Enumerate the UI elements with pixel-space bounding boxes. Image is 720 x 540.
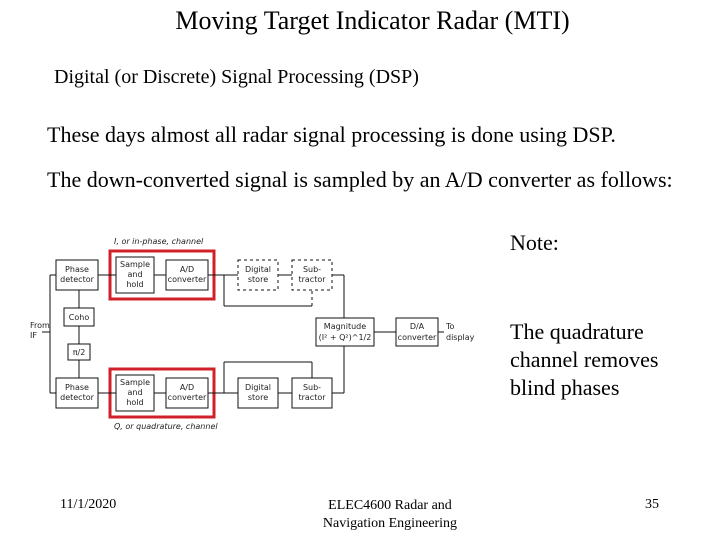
mti-dsp-block-diagram: I, or in-phase, channel Q, or quadrature… (30, 237, 475, 431)
i-channel-wiring (98, 274, 345, 320)
note-heading: Note: (510, 230, 559, 255)
magnitude-block: Magnitude (I² + Q²)^1/2 (315, 317, 375, 347)
from-if-label-2: IF (30, 331, 37, 340)
i-subtractor-label-2: tractor (298, 275, 326, 284)
i-ad-converter-label-1: A/D (180, 265, 194, 274)
q-sample-hold-label-3: hold (126, 398, 143, 407)
q-subtractor-label-1: Sub- (303, 383, 321, 392)
coho-block: Coho (63, 307, 95, 327)
from-if-label-1: From (30, 321, 50, 330)
note-body: The quadrature channel removes blind pha… (510, 319, 659, 400)
i-phase-detector-label-2: detector (60, 275, 94, 284)
i-phase-detector-label-1: Phase (65, 265, 89, 274)
i-digital-store-label-1: Digital (245, 265, 271, 274)
q-phase-detector-label-1: Phase (65, 383, 89, 392)
da-converter-label-2: converter (398, 333, 437, 342)
i-phase-detector-block: Phase detector (55, 259, 99, 291)
slide-title: Moving Target Indicator Radar (MTI) (175, 6, 570, 35)
q-channel-wiring (98, 346, 345, 394)
q-ad-converter-block: A/D converter (165, 377, 209, 409)
footer-date: 11/1/2020 (60, 497, 117, 512)
to-display-label-2: display (446, 333, 475, 342)
slide-subtitle: Digital (or Discrete) Signal Processing … (54, 66, 419, 88)
i-sample-hold-label-3: hold (126, 280, 143, 289)
q-sample-hold-label-1: Sample (120, 378, 150, 387)
footer-course: ELEC4600 Radar and Navigation Engineerin… (322, 498, 458, 531)
q-sample-hold-block: Sample and hold (115, 374, 155, 412)
q-subtractor-label-2: tractor (298, 393, 326, 402)
q-phase-detector-block: Phase detector (55, 377, 99, 409)
magnitude-label-2: (I² + Q²)^1/2 (319, 333, 372, 342)
q-phase-detector-label-2: detector (60, 393, 94, 402)
q-subtractor-block: Sub- tractor (291, 377, 333, 409)
center-wiring (42, 274, 80, 394)
i-digital-store-label-2: store (248, 275, 268, 284)
i-channel-label: I, or in-phase, channel (114, 237, 204, 246)
q-digital-store-label-1: Digital (245, 383, 271, 392)
da-converter-label-1: D/A (410, 322, 425, 331)
i-sample-hold-label-1: Sample (120, 260, 150, 269)
body-paragraph-dsp: These days almost all radar signal proce… (47, 122, 616, 147)
coho-label: Coho (69, 313, 90, 322)
q-digital-store-block: Digital store (237, 377, 279, 409)
i-ad-converter-label-2: converter (168, 275, 207, 284)
i-digital-store-block: Digital store (237, 259, 279, 291)
magnitude-label-1: Magnitude (324, 322, 366, 331)
q-channel-label: Q, or quadrature, channel (114, 422, 218, 431)
da-converter-block: D/A converter (395, 317, 439, 347)
i-ad-converter-block: A/D converter (165, 259, 209, 291)
i-sample-hold-label-2: and (127, 270, 142, 279)
to-display-label-1: To (445, 322, 455, 331)
i-subtractor-block: Sub- tractor (291, 259, 333, 291)
phase-shift-block: π/2 (67, 343, 91, 361)
body-paragraph-sampling: The down-converted signal is sampled by … (47, 167, 673, 192)
q-sample-hold-label-2: and (127, 388, 142, 397)
q-digital-store-label-2: store (248, 393, 268, 402)
i-subtractor-label-1: Sub- (303, 265, 321, 274)
q-ad-converter-label-2: converter (168, 393, 207, 402)
phase-shift-label: π/2 (73, 348, 86, 357)
footer-page-number: 35 (645, 497, 659, 512)
i-sample-hold-block: Sample and hold (115, 256, 155, 294)
q-ad-converter-label-1: A/D (180, 383, 194, 392)
